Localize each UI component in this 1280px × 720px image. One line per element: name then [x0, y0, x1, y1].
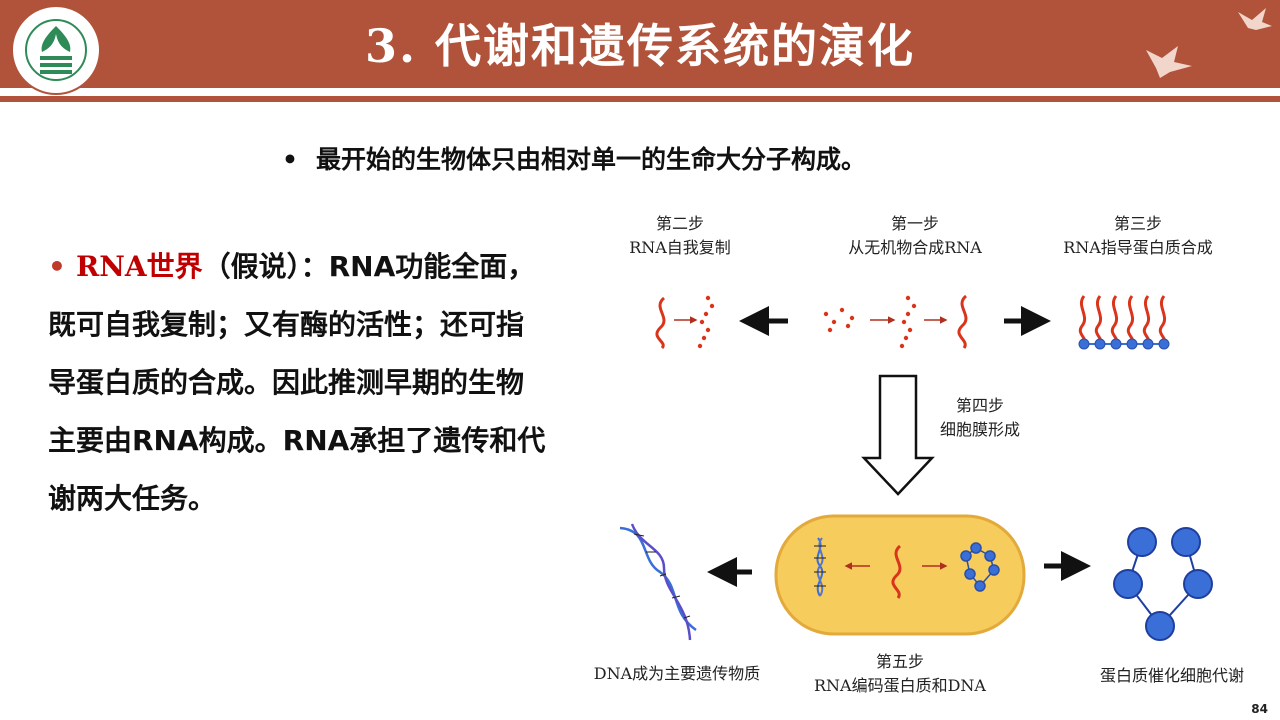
- bullet-icon: •: [48, 250, 66, 283]
- arrow-down: [861, 374, 935, 496]
- step2-title: 第二步: [655, 214, 704, 233]
- rna-strand: [655, 296, 666, 350]
- step2-label: 第二步 RNA自我复制: [620, 212, 740, 260]
- step3-desc: RNA指导蛋白质合成: [1063, 238, 1213, 257]
- nucleotide-chain: [899, 295, 917, 349]
- dna-in-cell: [814, 537, 826, 597]
- title-underline: [0, 96, 1280, 102]
- bullet-icon: •: [282, 145, 298, 174]
- cell-membrane: [774, 514, 1026, 636]
- scattered-nucleotides: [823, 307, 855, 333]
- rna-strand: [957, 294, 968, 349]
- protein-caption: 蛋白质催化细胞代谢: [1099, 666, 1244, 685]
- step4-label: 第四步 细胞膜形成: [930, 394, 1030, 442]
- dove-icon: [1146, 8, 1272, 78]
- top-bullet-text: 最开始的生物体只由相对单一的生命大分子构成。: [316, 145, 867, 174]
- title-bar: [0, 0, 1280, 88]
- nucleotide-dots: [697, 295, 715, 349]
- top-bullet: • 最开始的生物体只由相对单一的生命大分子构成。: [282, 140, 866, 176]
- step2-desc: RNA自我复制: [629, 238, 731, 257]
- step1-label: 第一步 从无机物合成RNA: [830, 212, 1000, 260]
- step4-title: 第四步: [955, 396, 1004, 415]
- rna-world-term: RNA世界: [76, 250, 203, 283]
- protein-network: [1113, 527, 1213, 641]
- step4-desc: 细胞膜形成: [939, 420, 1020, 439]
- step1-desc: 从无机物合成RNA: [848, 238, 982, 257]
- rna-protein-complex: [1078, 295, 1170, 350]
- rna-world-paragraph: • RNA世界（假说）：RNA功能全面，既可自我复制；又有酶的活性；还可指导蛋白质…: [48, 238, 548, 528]
- rna-strand: [891, 544, 902, 599]
- university-logo: [11, 5, 101, 95]
- dna-caption: DNA成为主要遗传物质: [593, 664, 761, 683]
- step5-desc: RNA编码蛋白质和DNA: [814, 676, 986, 695]
- step3-title: 第三步: [1113, 214, 1162, 233]
- dna-double-helix: [619, 523, 697, 641]
- step3-label: 第三步 RNA指导蛋白质合成: [1048, 212, 1228, 260]
- page-number: 84: [1251, 702, 1268, 716]
- rna-world-description: （假说）：RNA功能全面，既可自我复制；又有酶的活性；还可指导蛋白质的合成。因此…: [48, 250, 546, 515]
- step5-title: 第五步: [875, 652, 924, 671]
- step1-title: 第一步: [890, 214, 939, 233]
- protein-in-cell: [960, 542, 1000, 592]
- page-title: 3. 代谢和遗传系统的演化: [364, 19, 916, 73]
- step5-label: 第五步 RNA编码蛋白质和DNA: [800, 650, 1000, 698]
